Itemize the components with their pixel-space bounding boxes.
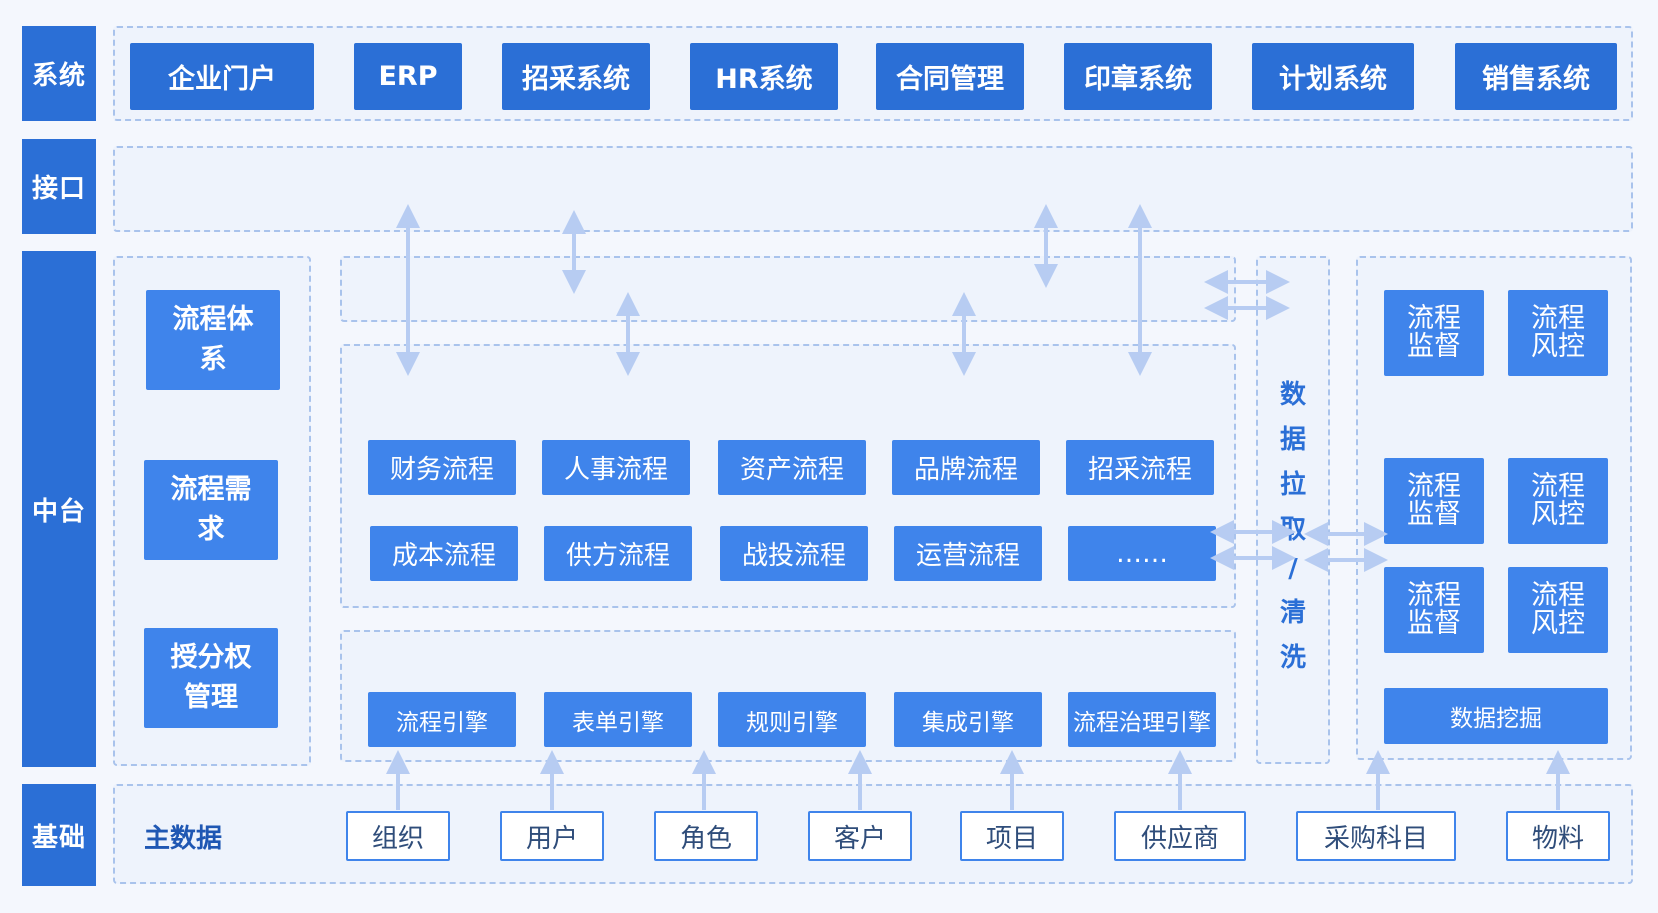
data-pull-char: 洗 <box>1279 643 1306 673</box>
data-pull-char: 拉 <box>1279 470 1306 500</box>
engine-process: 流程引擎 <box>368 692 516 747</box>
data-pull-column <box>1256 256 1330 764</box>
process-supplier: 供方流程 <box>544 526 692 581</box>
engine-governance: 流程治理引擎 <box>1068 692 1216 747</box>
system-enterprise-portal: 企业门户 <box>130 43 314 110</box>
system-hr: HR系统 <box>690 43 838 110</box>
card-risk-2: 流程风控 <box>1508 458 1608 544</box>
row-label-system: 系统 <box>22 26 96 121</box>
engine-integration: 集成引擎 <box>894 692 1042 747</box>
data-pull-char: 清 <box>1279 598 1306 628</box>
card-line: 流程 <box>1531 471 1585 502</box>
center-top-panel <box>340 256 1236 322</box>
process-investment: 战投流程 <box>720 526 868 581</box>
card-process-demand: 流程需求 <box>144 460 278 560</box>
process-hr: 人事流程 <box>542 440 690 495</box>
process-procurement: 招采流程 <box>1066 440 1214 495</box>
master-data-purchase-account: 采购科目 <box>1296 811 1456 861</box>
process-cost: 成本流程 <box>370 526 518 581</box>
data-pull-char: 数 <box>1279 380 1306 410</box>
engine-form: 表单引擎 <box>544 692 692 747</box>
card-line: 风控 <box>1531 608 1585 639</box>
row-label-interface: 接口 <box>22 139 96 234</box>
process-asset: 资产流程 <box>718 440 866 495</box>
card-line: 监督 <box>1407 499 1461 530</box>
card-line: 流程 <box>1407 471 1461 502</box>
master-data-project: 项目 <box>960 811 1064 861</box>
process-brand: 品牌流程 <box>892 440 1040 495</box>
card-line: 流程 <box>1531 580 1585 611</box>
master-data-material: 物料 <box>1506 811 1610 861</box>
engine-rule: 规则引擎 <box>718 692 866 747</box>
system-plan: 计划系统 <box>1252 43 1414 110</box>
master-data-user: 用户 <box>500 811 604 861</box>
master-data-org: 组织 <box>346 811 450 861</box>
card-risk-3: 流程风控 <box>1508 567 1608 653</box>
card-data-mining: 数据挖掘 <box>1384 688 1608 744</box>
process-more: …… <box>1068 526 1216 581</box>
process-finance: 财务流程 <box>368 440 516 495</box>
master-data-label: 主数据 <box>144 823 223 854</box>
card-line: 风控 <box>1531 331 1585 362</box>
system-procurement: 招采系统 <box>502 43 650 110</box>
system-sales: 销售系统 <box>1455 43 1617 110</box>
card-line: 流程 <box>1407 303 1461 334</box>
system-contract: 合同管理 <box>876 43 1024 110</box>
card-line: 流程 <box>1407 580 1461 611</box>
master-data-role: 角色 <box>654 811 758 861</box>
card-risk-1: 流程风控 <box>1508 290 1608 376</box>
data-pull-char: 据 <box>1279 425 1306 455</box>
interface-row-panel <box>113 146 1633 232</box>
master-data-customer: 客户 <box>808 811 912 861</box>
row-label-foundation: 基础 <box>22 784 96 886</box>
card-line: 流程 <box>1531 303 1585 334</box>
card-supervision-2: 流程监督 <box>1384 458 1484 544</box>
card-line: 监督 <box>1407 608 1461 639</box>
process-operation: 运营流程 <box>894 526 1042 581</box>
card-line: 风控 <box>1531 499 1585 530</box>
system-seal: 印章系统 <box>1064 43 1212 110</box>
card-supervision-1: 流程监督 <box>1384 290 1484 376</box>
card-authorization: 授分权管理 <box>144 628 278 728</box>
row-label-middle: 中台 <box>22 251 96 767</box>
card-process-system: 流程体系 <box>146 290 280 390</box>
master-data-supplier: 供应商 <box>1114 811 1246 861</box>
card-supervision-3: 流程监督 <box>1384 567 1484 653</box>
card-line: 监督 <box>1407 331 1461 362</box>
system-erp: ERP <box>354 43 462 110</box>
